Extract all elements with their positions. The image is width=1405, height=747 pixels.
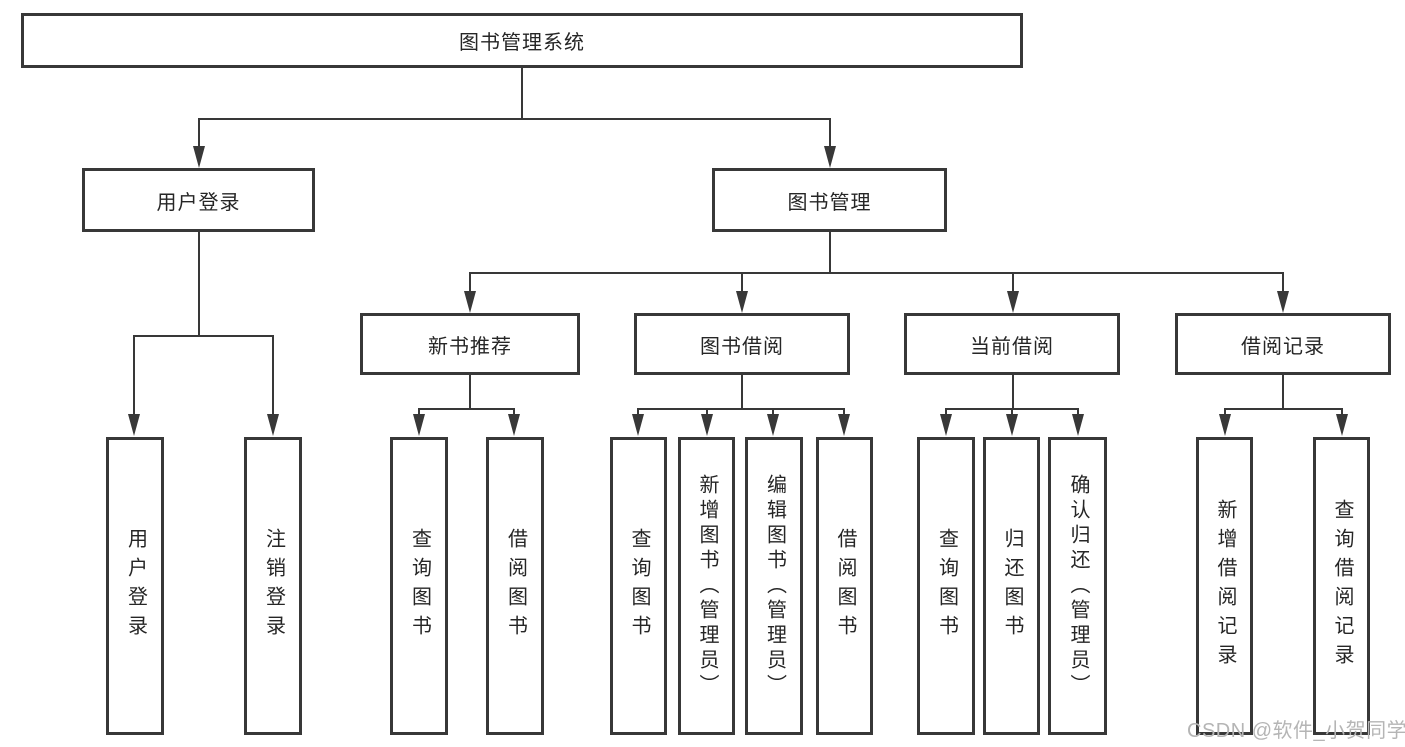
arrow-down-icon <box>767 414 779 436</box>
connector-vline <box>1282 375 1284 408</box>
arrow-down-icon <box>838 414 850 436</box>
connector-vline <box>772 408 774 417</box>
leaf-label: 借阅图书 <box>504 528 527 644</box>
leaf-label: 新增借阅记录 <box>1214 499 1236 673</box>
leaf-label: 查询借阅记录 <box>1331 499 1353 673</box>
connector-vline <box>829 232 831 272</box>
arrow-down-icon <box>701 414 713 436</box>
leaf-label: 借阅图书 <box>834 528 856 644</box>
connector-hline <box>637 408 845 410</box>
leaf-label: 归还图书 <box>1001 528 1023 644</box>
node-user-login: 用户登录 <box>82 168 315 232</box>
leaf-label: 查询图书 <box>628 528 650 644</box>
arrow-down-icon <box>464 291 476 313</box>
leaf-label: 查询图书 <box>408 528 431 644</box>
connector-hline <box>418 408 515 410</box>
connector-vline <box>1077 408 1079 417</box>
arrow-down-icon <box>1219 414 1231 436</box>
node-label: 图书管理系统 <box>459 32 585 54</box>
leaf-query-books-recommend: 查询图书 <box>390 437 448 735</box>
node-book-borrowing: 图书借阅 <box>634 313 850 375</box>
connector-vline <box>1282 272 1284 293</box>
connector-vline <box>829 118 831 149</box>
connector-hline <box>1224 408 1343 410</box>
arrow-down-icon <box>508 414 520 436</box>
connector-vline <box>741 272 743 293</box>
leaf-query-borrow-record: 查询借阅记录 <box>1313 437 1370 735</box>
leaf-add-book-admin: 新增图书（管理员） <box>678 437 735 735</box>
connector-vline <box>418 408 420 417</box>
connector-vline <box>1224 408 1226 417</box>
node-label: 用户登录 <box>156 191 241 214</box>
connector-vline <box>945 408 947 417</box>
node-label: 借阅记录 <box>1241 335 1325 358</box>
arrow-down-icon <box>1277 291 1289 313</box>
connector-vline <box>706 408 708 417</box>
leaf-query-books-borrowing: 查询图书 <box>610 437 667 735</box>
leaf-logout: 注销登录 <box>244 437 302 735</box>
connector-vline <box>1012 272 1014 293</box>
arrow-down-icon <box>632 414 644 436</box>
connector-vline <box>843 408 845 417</box>
connector-hline <box>198 118 831 120</box>
node-label: 新书推荐 <box>428 335 512 358</box>
arrow-down-icon <box>824 146 836 168</box>
connector-vline <box>637 408 639 417</box>
leaf-return-book: 归还图书 <box>983 437 1040 735</box>
arrow-down-icon <box>193 146 205 168</box>
leaf-label: 注销登录 <box>262 528 285 644</box>
arrow-down-icon <box>940 414 952 436</box>
leaf-borrow-books: 借阅图书 <box>816 437 873 735</box>
connector-vline <box>741 375 743 408</box>
connector-vline <box>133 335 135 416</box>
leaf-label: 查询图书 <box>935 528 958 644</box>
arrow-down-icon <box>267 414 279 436</box>
connector-vline <box>469 375 471 408</box>
node-label: 当前借阅 <box>970 335 1054 358</box>
connector-vline <box>1011 408 1013 417</box>
connector-hline <box>133 335 274 337</box>
leaf-user-login: 用户登录 <box>106 437 164 735</box>
connector-vline <box>198 232 200 335</box>
arrow-down-icon <box>128 414 140 436</box>
node-label: 图书借阅 <box>700 335 784 358</box>
arrow-down-icon <box>1336 414 1348 436</box>
arrow-down-icon <box>1006 414 1018 436</box>
leaf-label: 新增图书（管理员） <box>696 473 718 699</box>
connector-vline <box>469 272 471 293</box>
leaf-query-books-current: 查询图书 <box>917 437 975 735</box>
leaf-label: 确认归还（管理员） <box>1067 473 1089 699</box>
leaf-confirm-return-admin: 确认归还（管理员） <box>1048 437 1107 735</box>
watermark: CSDN @软件_小贺同学 <box>1187 720 1405 742</box>
leaf-edit-book-admin: 编辑图书（管理员） <box>745 437 803 735</box>
node-label: 图书管理 <box>787 191 872 214</box>
arrow-down-icon <box>413 414 425 436</box>
connector-vline <box>513 408 515 417</box>
arrow-down-icon <box>736 291 748 313</box>
node-current-borrowing: 当前借阅 <box>904 313 1120 375</box>
connector-vline <box>1012 375 1014 408</box>
arrow-down-icon <box>1007 291 1019 313</box>
connector-vline <box>521 68 523 118</box>
connector-vline <box>1341 408 1343 417</box>
leaf-label: 编辑图书（管理员） <box>763 473 786 699</box>
leaf-add-borrow-record: 新增借阅记录 <box>1196 437 1253 735</box>
node-book-management: 图书管理 <box>712 168 947 232</box>
arrow-down-icon <box>1072 414 1084 436</box>
node-library-management-system: 图书管理系统 <box>21 13 1023 68</box>
connector-hline <box>469 272 1284 274</box>
connector-vline <box>272 335 274 416</box>
connector-vline <box>198 118 200 149</box>
leaf-label: 用户登录 <box>124 528 147 644</box>
leaf-borrow-books-recommend: 借阅图书 <box>486 437 544 735</box>
node-borrowing-records: 借阅记录 <box>1175 313 1391 375</box>
node-new-book-recommend: 新书推荐 <box>360 313 580 375</box>
